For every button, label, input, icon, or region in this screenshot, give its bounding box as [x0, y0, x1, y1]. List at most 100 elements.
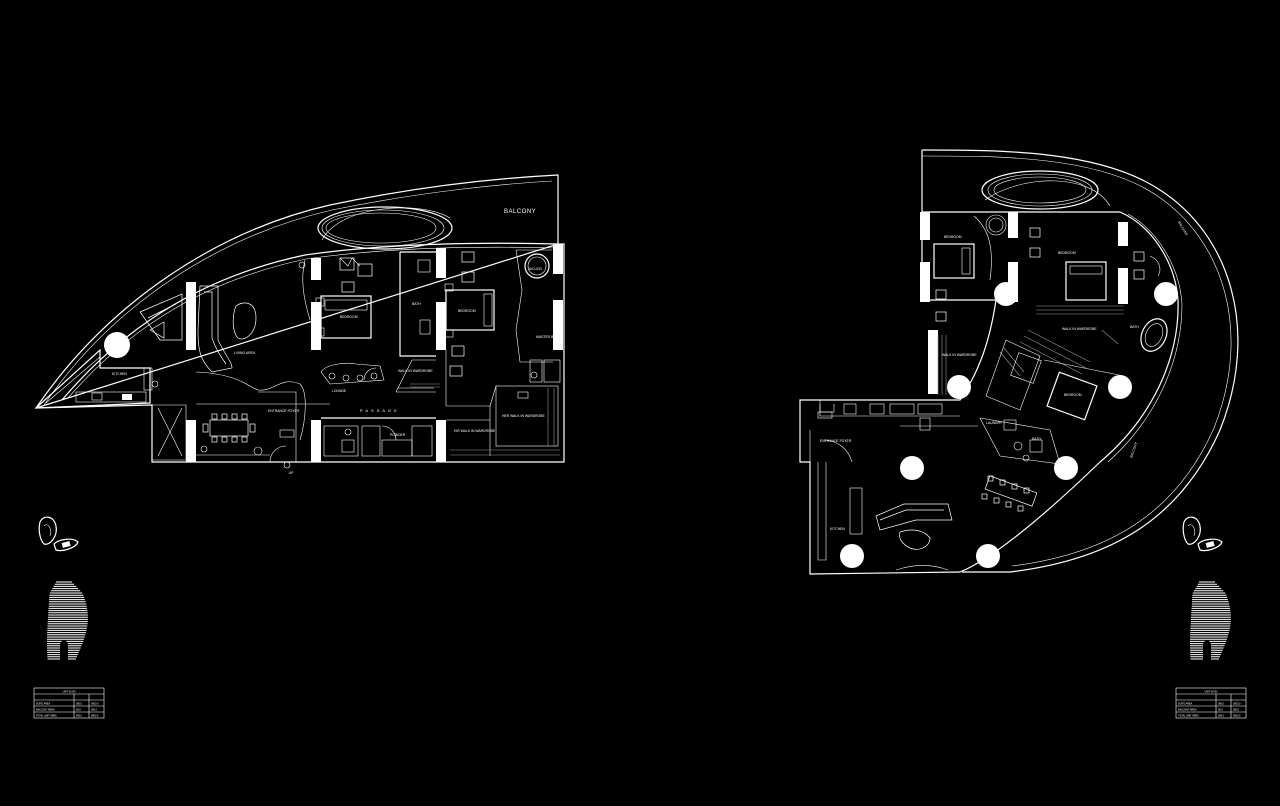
bed-a — [933, 243, 975, 279]
lounge-label: LOUNGE — [332, 389, 347, 393]
walk-in-2-label: WALK IN WARDROBE — [1062, 327, 1097, 331]
jacuzzi-tub — [524, 253, 550, 279]
right-oval-planter — [981, 170, 1111, 210]
passage-label: PASSAGE — [360, 408, 400, 413]
table-row-value: 0000.0 — [91, 703, 99, 706]
right-floor-plan: BALCONY BALCONY BEDROOM BEDROOM BEDROOM … — [799, 149, 1239, 575]
table-row-label: TOTAL UNIT AREA — [36, 715, 57, 718]
bedroom-b-label: BEDROOM — [1058, 251, 1076, 255]
living-sofa — [139, 285, 233, 373]
table-row-value: 000.0 — [1218, 715, 1225, 718]
key-plan-icon — [38, 516, 57, 545]
bedroom-2-label: BEDROOM — [458, 309, 476, 313]
table-row-value: 000.0 — [76, 715, 83, 718]
table-title: UNIT 00 /00 — [1205, 691, 1219, 694]
column — [928, 330, 938, 394]
table-row-label: TOTAL UNIT AREA — [1178, 715, 1199, 718]
column-round — [840, 544, 864, 568]
right-kitchen-label: KITCHEN — [830, 527, 845, 531]
bed-c — [1046, 371, 1098, 421]
table-row-label: BALCONY AREA — [36, 709, 55, 712]
bedroom-c-label: BEDROOM — [1064, 393, 1082, 397]
round-tub — [985, 214, 1007, 236]
tower-elevation-icon — [1189, 581, 1231, 661]
jacuzzi-label: JACUZZI — [528, 267, 542, 271]
table-title: UNIT 00 /00 — [63, 691, 77, 694]
column — [436, 248, 446, 278]
coffee-table — [899, 529, 931, 550]
column — [311, 420, 321, 462]
column-round — [947, 375, 971, 399]
column-round — [104, 332, 130, 358]
table-row-value: 0000.0 — [1233, 715, 1241, 718]
column — [186, 420, 196, 462]
entrance-label: ENTRANCE FOYER — [268, 409, 300, 413]
laundry-label: LAUNDRY — [986, 421, 1003, 425]
right-key-plan: UNIT 00 /00 SUITE AREA 000.0 0000.0 BALC… — [1175, 516, 1247, 719]
table-row-value: 0000.0 — [91, 715, 99, 718]
table-row-label: SUITE AREA — [36, 703, 50, 706]
column — [1118, 222, 1128, 246]
kitchen-label: KITCHEN — [112, 372, 127, 376]
bedroom-1-label: BEDROOM — [340, 315, 358, 319]
column — [1008, 262, 1018, 302]
walk-in-label: WALK IN WARDROBE — [398, 369, 433, 373]
column — [311, 258, 321, 280]
bed-b — [1065, 261, 1107, 301]
balcony-top-label: BALCONY — [1177, 221, 1189, 238]
column — [920, 262, 930, 302]
column — [553, 244, 563, 274]
her-walk-in-label: HER WALK IN WARDROBE — [502, 414, 545, 418]
bed-2 — [445, 289, 495, 331]
right-entrance-label: ENTRANCE FOYER — [820, 439, 852, 443]
lounge-sofa — [320, 362, 385, 385]
living-area-label: LIVING AREA — [234, 351, 256, 355]
table-row-value: 00.0 — [76, 709, 81, 712]
right-area-table: UNIT 00 /00 SUITE AREA 000.0 0000.0 BALC… — [1175, 687, 1247, 719]
right-sofa — [875, 503, 953, 531]
bedroom-a-label: BEDROOM — [944, 235, 962, 239]
table-row-value: 00.0 — [1218, 709, 1223, 712]
left-area-table: UNIT 00 /00 SUITE AREA 000.0 0000.0 BALC… — [33, 687, 105, 719]
column-round — [976, 544, 1000, 568]
table-row-value: 0000.0 — [1233, 703, 1241, 706]
table-row-value: 000.0 — [1233, 709, 1240, 712]
wardrobe-hatch — [937, 305, 1124, 395]
column-round — [900, 456, 924, 480]
left-oval-planter — [317, 206, 453, 250]
column — [436, 420, 446, 462]
entry-up-label: UP — [289, 471, 294, 475]
powder-label: POWDER — [390, 433, 406, 437]
column-round — [1154, 282, 1178, 306]
table-row-value: 000.0 — [1218, 703, 1225, 706]
key-plan-icon — [1182, 516, 1201, 545]
table-row-value: 000.0 — [91, 709, 98, 712]
balcony-side-label: BALCONY — [1129, 441, 1139, 458]
column — [553, 300, 563, 350]
column — [1118, 268, 1128, 304]
bed-1 — [320, 295, 372, 339]
bath-1-label: BATH — [1130, 325, 1139, 329]
walk-in-1-label: WALK IN WARDROBE — [942, 353, 977, 357]
bath-label: BATH — [412, 302, 421, 306]
right-dining-table — [981, 475, 1038, 512]
column — [1008, 212, 1018, 238]
column-round — [994, 282, 1018, 306]
column — [186, 282, 196, 350]
column — [311, 302, 321, 350]
bath-2-label: BATH — [1032, 437, 1041, 441]
column-round — [1108, 375, 1132, 399]
tower-elevation-icon — [46, 581, 88, 661]
column — [920, 212, 930, 240]
table-row-value: 000.0 — [76, 703, 83, 706]
table-row-label: SUITE AREA — [1178, 703, 1192, 706]
left-floor-plan: UP — [34, 174, 565, 475]
balcony-label: BALCONY — [504, 209, 536, 215]
right-outer-wall — [921, 149, 1239, 573]
table-row-label: BALCONY AREA — [1178, 709, 1197, 712]
coffee-table — [232, 302, 257, 340]
right-unit-outline — [799, 211, 1179, 575]
left-outer-wall — [35, 174, 559, 409]
master-bath-label: MASTER BATH — [536, 335, 560, 339]
